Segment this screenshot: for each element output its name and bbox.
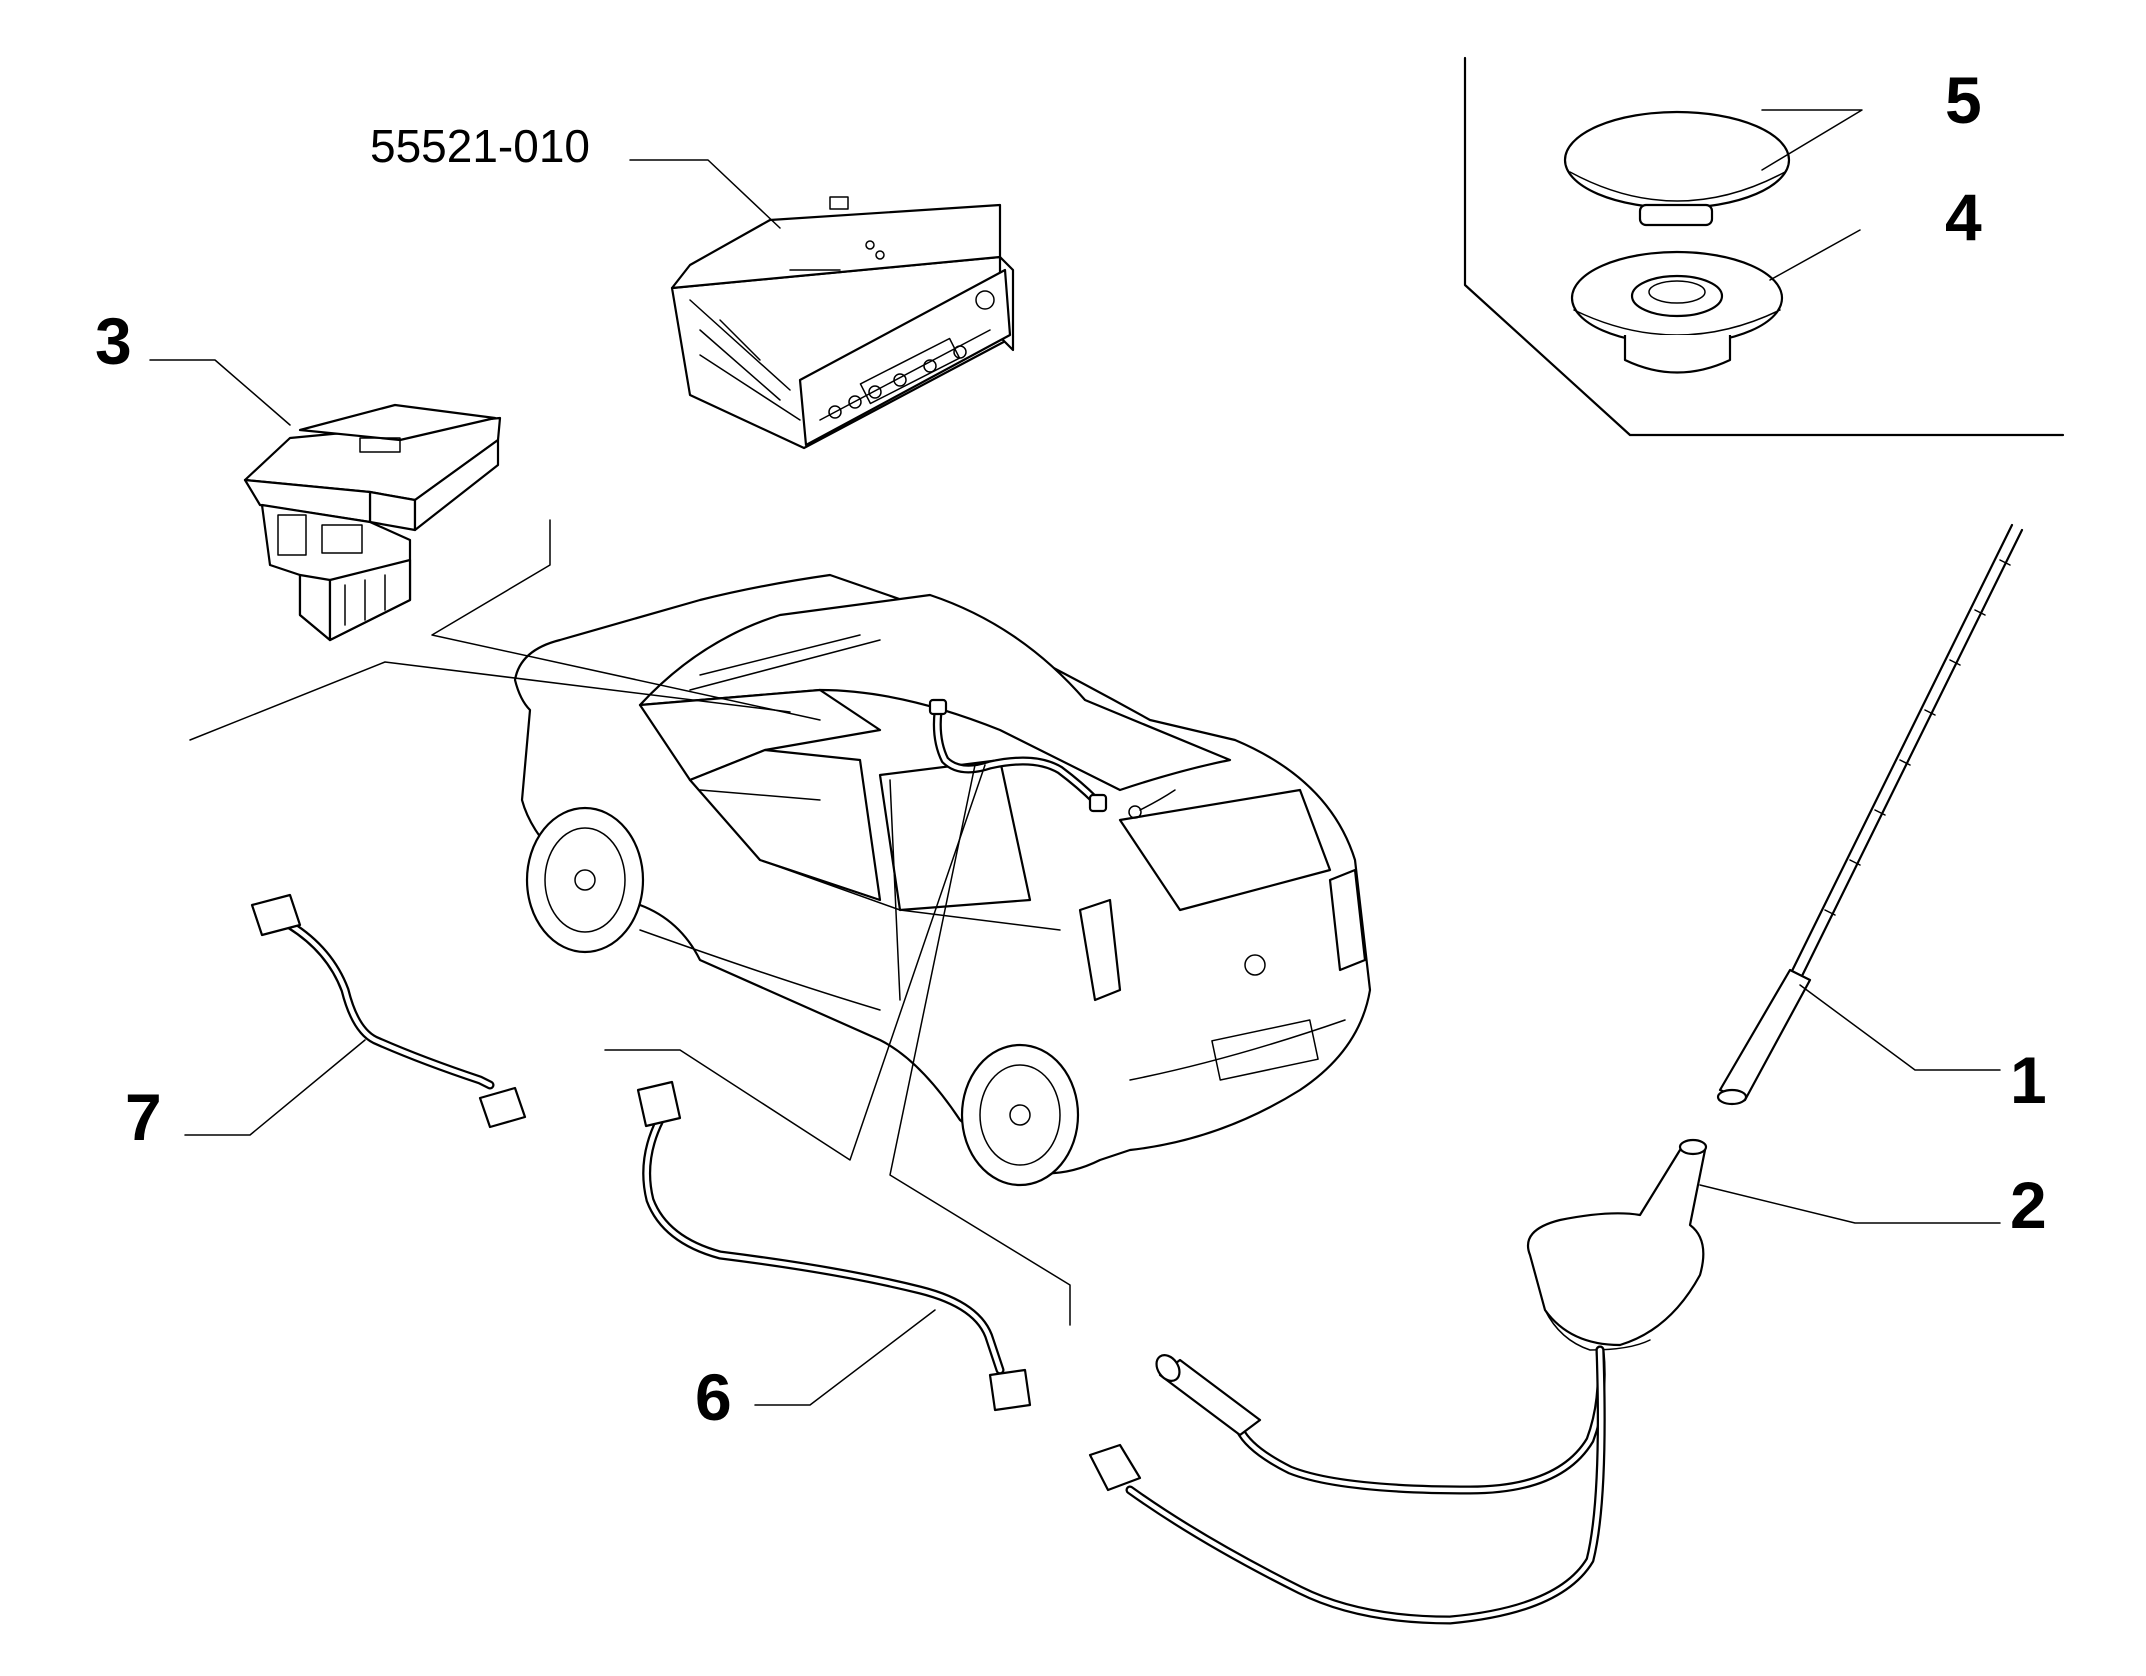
roof-cable-drawing [928,698,1108,813]
callout-5: 5 [1945,63,1982,137]
callout-6: 6 [695,1360,732,1434]
part-2-antenna-base-drawing [1088,1138,1708,1625]
callout-2: 2 [2010,1168,2047,1242]
part-4-grommet-drawing [1570,250,1784,374]
car-drawing [513,573,1372,1187]
part-3-module-drawing [243,403,502,642]
part-6-cable-drawing [636,1080,1032,1412]
callout-4: 4 [1945,180,1982,254]
callout-1: 1 [2010,1043,2047,1117]
radio-unit-drawing [670,196,1015,450]
part-7-cable-drawing [250,893,527,1129]
part-1-antenna-rod-drawing [1716,523,2024,1106]
callout-7: 7 [125,1080,162,1154]
callout-3: 3 [95,304,132,378]
part-5-cap-drawing [1563,110,1791,227]
part-code-label: 55521-010 [370,120,590,172]
leader-lines [149,109,2001,1406]
inset-frame [1463,56,2065,437]
